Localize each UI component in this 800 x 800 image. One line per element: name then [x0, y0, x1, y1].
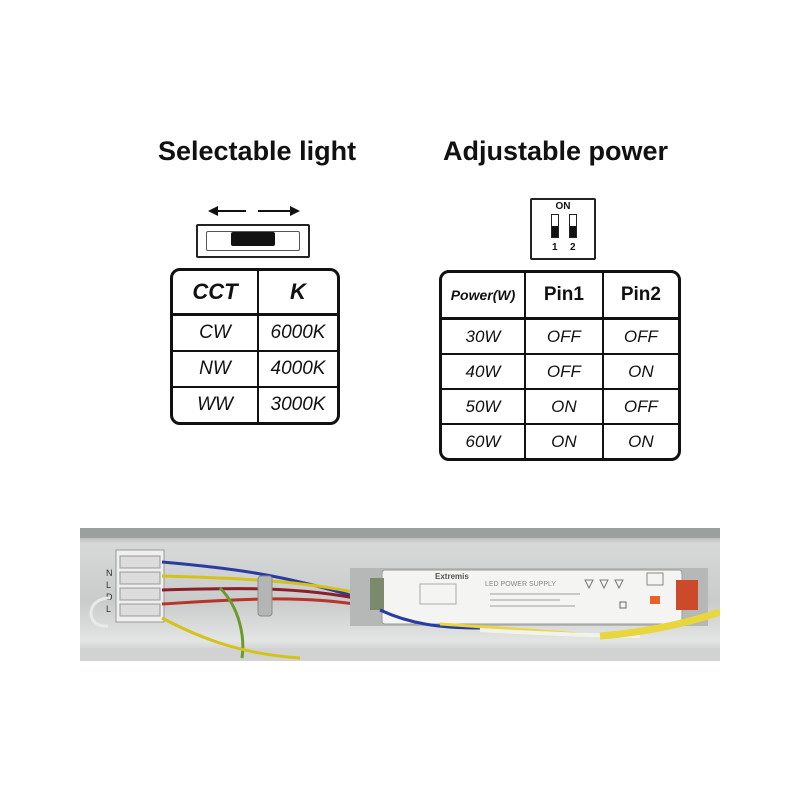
table-row: 60W ON ON: [442, 425, 678, 458]
table-cell: 3000K: [270, 394, 326, 415]
table-cell: 60W: [442, 425, 526, 458]
table-header-row: Power(W) Pin1 Pin2: [442, 273, 678, 320]
cct-slide-switch: [196, 224, 310, 258]
table-row: NW 4000K: [173, 352, 337, 388]
dip-slot-2: [569, 214, 577, 238]
table-cell: OFF: [526, 320, 604, 355]
dip-pin-number: 2: [570, 242, 576, 253]
table-row: 50W ON OFF: [442, 390, 678, 425]
table-cell: WW: [173, 388, 259, 422]
table-cell: ON: [526, 425, 604, 458]
table-cell: OFF: [526, 355, 604, 390]
table-row: 30W OFF OFF: [442, 320, 678, 355]
table-cell: ON: [628, 431, 654, 451]
table-cell: NW: [173, 352, 259, 388]
fixture-wiring-photo: N L D L Extremis LED POWER SUPPLY: [80, 528, 720, 661]
table-cell: 40W: [442, 355, 526, 390]
dip-pin-number: 1: [552, 242, 558, 253]
slide-switch-track: [206, 231, 300, 251]
table-row: 40W OFF ON: [442, 355, 678, 390]
table-cell: 50W: [442, 390, 526, 425]
double-arrow-icon: [208, 206, 300, 216]
table-cell: 4000K: [259, 352, 337, 388]
driver-label: LED POWER SUPPLY: [485, 581, 556, 588]
header-cell: Pin2: [603, 273, 678, 320]
header-cell: Power(W): [442, 273, 526, 320]
terminal-mark: N: [106, 568, 113, 578]
cct-table: CCT K CW 6000K NW 4000K WW 3000K: [170, 268, 340, 425]
adjustable-power-heading: Adjustable power: [443, 136, 669, 166]
table-cell: CW: [173, 316, 259, 352]
dip-switch: ON 1 2: [530, 198, 596, 260]
table-cell: 30W: [442, 320, 526, 355]
terminal-mark: L: [106, 604, 111, 614]
table-cell: OFF: [603, 390, 678, 425]
table-cell: ON: [603, 355, 678, 390]
driver-brand: Extremis: [435, 572, 469, 581]
header-cell: CCT: [173, 271, 259, 316]
table-cell: 6000K: [259, 316, 337, 352]
header-cell: K: [259, 271, 337, 316]
header-cell: Pin1: [526, 273, 604, 320]
table-row: CW 6000K: [173, 316, 337, 352]
dip-on-label: ON: [555, 201, 571, 212]
power-table: Power(W) Pin1 Pin2 30W OFF OFF 40W OFF O…: [439, 270, 681, 461]
terminal-mark: L: [106, 580, 111, 590]
dip-slot-1: [551, 214, 559, 238]
table-row: WW 3000K: [173, 388, 337, 422]
table-cell: ON: [526, 390, 604, 425]
table-header-row: CCT K: [173, 271, 337, 316]
table-cell: OFF: [603, 320, 678, 355]
selectable-light-heading: Selectable light: [158, 136, 357, 166]
slide-switch-knob: [231, 232, 275, 246]
